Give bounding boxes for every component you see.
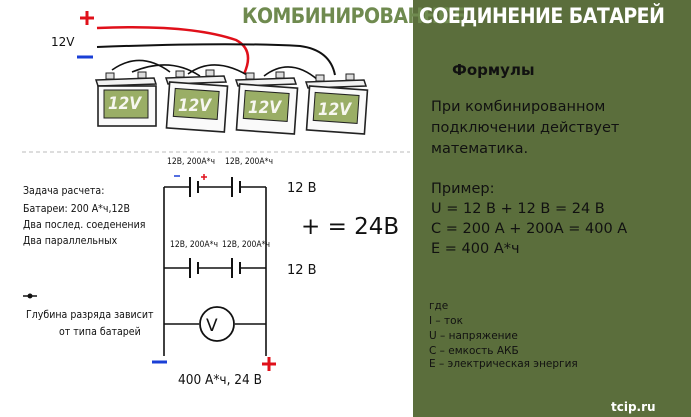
plus-sign-top	[80, 11, 94, 25]
voltmeter-label: V	[206, 316, 218, 336]
battery-label-3: 12V	[248, 98, 282, 118]
intro-text: При комбинированном подключении действуе…	[431, 99, 620, 157]
cell-label-mid-1: 12В, 200А*ч	[170, 240, 218, 250]
voltmeter-icon	[199, 306, 235, 342]
legend-item-energy: Е – электрическая энергия	[429, 358, 578, 370]
site-watermark: tcip.ru	[611, 400, 656, 414]
depth-note-line1: Глубина разряда зависит	[26, 309, 154, 321]
example-label: Пример:	[431, 181, 495, 197]
task-line-batteries: Батареи: 200 А*ч,12В	[23, 203, 130, 215]
formula-energy: E = 400 А*ч	[431, 241, 520, 257]
cell-mid-1	[189, 258, 199, 278]
circuit-schematic	[163, 186, 267, 356]
cell-top-2	[231, 177, 241, 197]
battery-3	[234, 71, 299, 135]
branch-voltage-mid: 12 В	[287, 263, 317, 278]
cell-label-top-1: 12В, 200А*ч	[167, 157, 215, 167]
supply-voltage-label: 12V	[51, 35, 75, 49]
positive-wire	[96, 25, 250, 75]
legend-item-current: I – ток	[429, 315, 463, 327]
cell-label-mid-2: 12В, 200А*ч	[222, 240, 270, 250]
battery-link-wire-3	[187, 64, 253, 79]
formula-capacity: С = 200 А + 200А = 400 А	[431, 221, 628, 237]
branch-voltage-top: 12 В	[287, 181, 317, 196]
battery-link-wire-2	[131, 64, 201, 77]
task-title: Задача расчета:	[23, 185, 105, 197]
battery-2	[164, 69, 229, 133]
formula-voltage: U = 12 В + 12 В = 24 В	[431, 201, 605, 217]
cell-mid-2	[231, 258, 241, 278]
title-right: СОЕДИНЕНИЕ БАТАРЕЙ	[419, 4, 665, 28]
battery-4	[304, 73, 369, 135]
plus-sign-bottom	[262, 357, 276, 371]
legend-title: где	[429, 300, 449, 312]
cell-plus-mark	[201, 174, 207, 180]
formulas-heading: Формулы	[452, 61, 535, 79]
formulas-panel	[413, 0, 691, 417]
depth-note-line2: от типа батарей	[59, 326, 141, 338]
legend-item-voltage: U – напряжение	[429, 330, 518, 342]
battery-label-2: 12V	[178, 96, 212, 116]
cell-top-1	[189, 177, 199, 197]
cell-label-top-2: 12В, 200А*ч	[225, 157, 273, 167]
legend-item-capacity: С – емкость АКБ	[429, 345, 519, 357]
task-line-parallel: Два параллельных	[23, 235, 118, 247]
title-left: КОМБИНИРОВАННОЕ	[242, 4, 467, 28]
battery-label-1: 12V	[108, 94, 142, 114]
battery-label-4: 12V	[318, 100, 352, 120]
battery-1	[94, 71, 158, 127]
battery-link-wire-1	[111, 59, 171, 73]
negative-wire	[96, 43, 336, 76]
result-caption: 400 А*ч, 24 В	[178, 372, 262, 388]
task-line-series: Два послед. соеденения	[23, 219, 146, 231]
battery-link-wire-4	[263, 66, 319, 81]
bullet-icon	[23, 293, 37, 299]
voltage-sum: + = 24В	[301, 214, 400, 240]
